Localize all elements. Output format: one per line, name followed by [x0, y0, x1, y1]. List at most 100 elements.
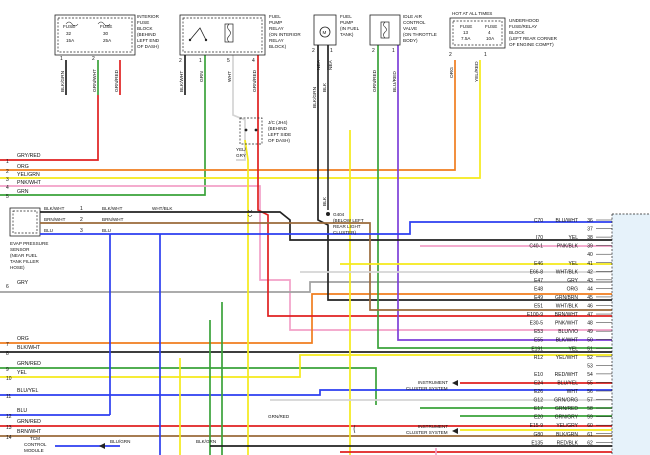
- iac-pin-2: 2: [372, 48, 375, 54]
- wire-label-grn-red-low: GRN/RED: [268, 414, 290, 419]
- uh-fuse2-line3: 10A: [486, 36, 495, 41]
- wire-grn-red-relay: [257, 55, 636, 317]
- iac-label-1: IDLE AIR: [403, 14, 423, 19]
- lbl-blk-grn-pump: BLK/GRN: [312, 86, 318, 108]
- ifb-fuse1-line3: 15A: [66, 38, 75, 43]
- uh-label-4: (LEFT REAR CORNER: [509, 36, 558, 41]
- lbl-blk-wht-top: BLK/WHT: [179, 71, 185, 92]
- row-num-1: 1: [6, 159, 9, 165]
- ecm-conn-61: G80: [534, 432, 544, 438]
- ecm-conn-52: R12: [534, 355, 543, 361]
- jc-label-4: OF DASH): [268, 138, 290, 143]
- ecm-wire-38: YEL: [569, 235, 579, 241]
- ecm-pin-41: 41: [587, 261, 593, 267]
- ecm-pin-53: 53: [587, 363, 593, 369]
- ifb-pin-2: 2: [92, 56, 95, 62]
- ecm-pin-56: 56: [587, 389, 593, 395]
- tcm-label-2: CONTROL: [24, 442, 47, 447]
- ecm-pin-38: 38: [587, 235, 593, 241]
- ecm-wire-47: BRN/WHT: [555, 312, 578, 318]
- ecm-pin-60: 60: [587, 423, 593, 429]
- uh-pin-1: 1: [484, 52, 487, 58]
- ecm-pin-42: 42: [587, 269, 593, 275]
- ecm-wire-45: GRN/BRN: [555, 295, 578, 301]
- uh-fuse1-line1: FUSE: [460, 24, 472, 29]
- junction-connector-jh4: J/C (JH4) (BEHIND LEFT SIDE OF DASH) YEL…: [236, 117, 291, 158]
- lbl-org: ORG: [449, 67, 455, 78]
- ecm-wire-48: PNK/WHT: [555, 321, 578, 327]
- ecm-conn-56: E26: [534, 389, 543, 395]
- hot-at-all-times: HOT AT ALL TIMES: [452, 11, 492, 16]
- wire-pnk-wht-row4: [0, 185, 636, 331]
- jc-yel-gry-1: YEL/: [236, 147, 247, 152]
- wire-gry-red-row1: [0, 95, 99, 161]
- ecm-wire-54: RED/WHT: [555, 372, 578, 378]
- fuel-pump: M FUEL PUMP (IN FUEL TANK) 2 1: [312, 14, 360, 54]
- ecm-pin-59: 59: [587, 415, 593, 421]
- ground-label-3: CLUSTER): [333, 230, 356, 235]
- cluster1-line1: INSTRUMENT: [418, 380, 448, 385]
- ecm-conn-44: E48: [534, 286, 543, 292]
- ecm-wire-49: BLU/VIO: [558, 329, 578, 335]
- ecm-pin-48: 48: [587, 321, 593, 327]
- ecm-pin-39: 39: [587, 244, 593, 250]
- row-label-11: BLU/YEL: [17, 388, 38, 394]
- fuel-pump-relay: FUEL PUMP RELAY (ON INTERIOR RELAY BLOCK…: [179, 14, 301, 64]
- ecm-pin-44: 44: [587, 286, 593, 292]
- interior-fuse-block: FUSE 32 15A FUSE 30 25A INTERIOR FUSE BL…: [54, 14, 160, 62]
- row-num-2: 2: [6, 169, 9, 175]
- ifb-pin-1: 1: [60, 56, 63, 62]
- row-label-2: ORG: [17, 164, 29, 170]
- wires: [0, 45, 636, 455]
- ecm-wire-52: YEL/WHT: [556, 355, 578, 361]
- ecm-pin-46: 46: [587, 304, 593, 310]
- row-label-14: BRN/WHT: [17, 429, 42, 435]
- relay-label-2: PUMP: [269, 20, 282, 25]
- ecm-pin-58: 58: [587, 406, 593, 412]
- fuel-pump-label-2: PUMP: [340, 20, 353, 25]
- ecm-pin-57: 57: [587, 398, 593, 404]
- relay-label-6: BLOCK): [269, 44, 287, 49]
- ecm-conn-62: E135: [531, 440, 543, 446]
- row-num-14: 14: [6, 435, 12, 441]
- row-num-6: 6: [6, 284, 9, 290]
- ecm-wire-61: BLK/GRN: [556, 432, 578, 438]
- relay-label-3: RELAY: [269, 26, 284, 31]
- evap-right-1: BLK/WHT: [102, 206, 123, 211]
- row-label-6: GRY: [17, 280, 29, 286]
- ecm-conn-48: E30-5: [530, 321, 544, 327]
- ecm-pin-62: 62: [587, 440, 593, 446]
- bottom-area: TCM CONTROL MODULE BLU/GRN GRN/RED BLK/G…: [24, 209, 458, 453]
- ecm-wire-51: YEL: [569, 346, 579, 352]
- ecm-conn-51: E191: [531, 346, 543, 352]
- ground-name: G404: [333, 212, 345, 217]
- iac-valve: IDLE AIR CONTROL VALVE (ON THROTTLE BODY…: [369, 14, 437, 54]
- ecm-pin-36: 36: [587, 218, 593, 224]
- uh-fuse1-line2: 13: [463, 30, 469, 35]
- ecm-pin-52: 52: [587, 355, 593, 361]
- row-num-10: 10: [6, 376, 12, 382]
- evap-right-2: BRN/WHT: [102, 217, 124, 222]
- jc-label-3: LEFT SIDE: [268, 132, 291, 137]
- evap-right-3: BLU: [102, 228, 111, 233]
- ecm-conn-41: E46: [534, 261, 543, 267]
- ecm-conn-57: G12: [534, 398, 544, 404]
- lbl-nea-2: NEA: [328, 59, 334, 70]
- ecm-wire-39: PNK/BLK: [557, 244, 579, 250]
- lbl-grn-wht: GRN/WHT: [92, 69, 98, 92]
- ifb-label-6: OF DASH): [137, 44, 159, 49]
- wire-label-blu-grn: BLU/GRN: [110, 439, 130, 444]
- ecm-pin-43: 43: [587, 278, 593, 284]
- row-label-13: GRN/RED: [17, 419, 41, 425]
- ground-g404: G404 (BELOW LEFT REAR LIGHT CLUSTER): [326, 70, 364, 235]
- ecm-conn-45: E49: [534, 295, 543, 301]
- tcm-label-3: MODULE: [24, 448, 44, 453]
- evap-pressure-sensor: EVAP PRESSURE SENSOR (NEAR FUEL TANK FIL…: [9, 206, 180, 270]
- ecm-conn-42: E66-8: [530, 269, 544, 275]
- ecm-pin-37: 37: [587, 227, 593, 233]
- lbl-blk-pump: BLK: [322, 82, 328, 92]
- row-num-7: 7: [6, 342, 9, 348]
- row-label-12: BLU: [17, 408, 27, 414]
- ecm-conn-38: I70: [536, 235, 543, 241]
- lbl-grn-red-relay: GRN/RED: [252, 69, 258, 92]
